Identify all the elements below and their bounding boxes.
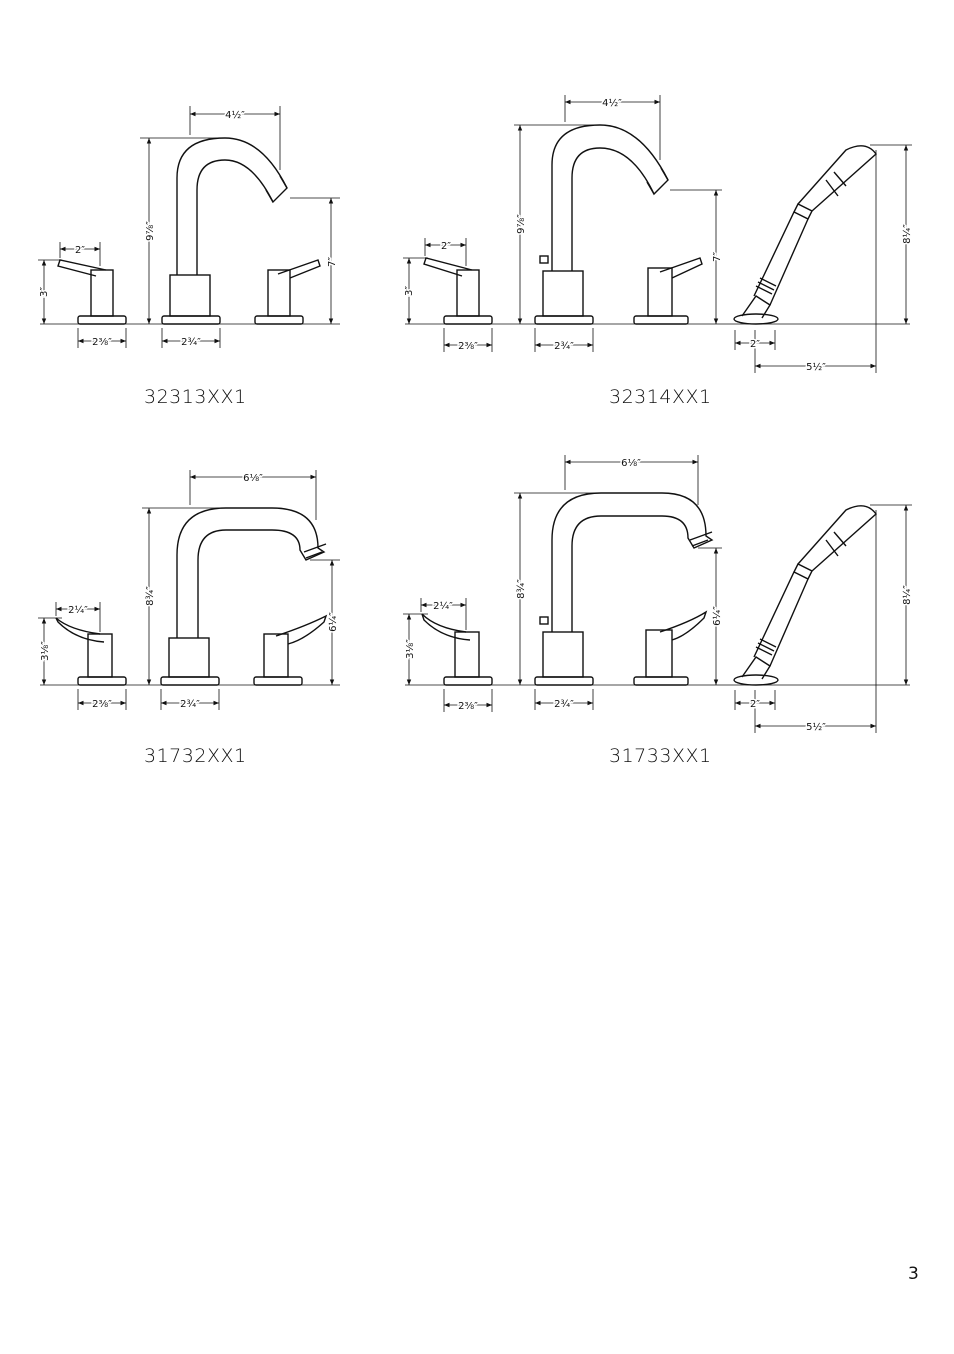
dim-spout-base: 2¾″ [180,699,200,710]
page-number: 3 [908,1264,919,1284]
dim-handle-height: 3″ [39,287,50,297]
dim-shower-base: 2″ [750,339,760,350]
dim-shower-base: 2″ [750,699,760,710]
dim-handle-height: 3⅛″ [40,641,51,661]
labels-31733xx1: 6⅛″ 8¾″ 6¼″ 2¼″ 3⅛″ 2⅜″ 2¾″ 8¼″ 2″ 5½″ [404,457,915,735]
dim-handle-base: 2⅜″ [92,699,112,710]
dim-outlet: 7″ [327,257,338,267]
left-handle [423,257,493,325]
dim-height: 9⅞″ [516,214,527,234]
drawing-31733xx1 [403,455,912,733]
left-handle [421,613,493,686]
dim-outlet: 6¼″ [711,606,723,626]
dim-shower-height: 8¼″ [901,585,913,605]
dim-shower-height: 8¼″ [901,224,913,244]
drawing-32313xx1 [38,106,340,348]
dimension-lines [38,106,340,348]
dim-height: 9⅞″ [145,221,156,241]
drawing-31732xx1 [38,470,340,710]
spout [160,507,327,686]
dim-spout-base: 2¾″ [181,337,201,348]
hand-shower [733,505,877,686]
dim-shower-reach: 5½″ [806,361,826,373]
right-handle [254,259,321,325]
spout [534,492,714,686]
dim-handle-lever: 2″ [75,245,85,256]
dim-spout-base: 2¾″ [554,699,574,710]
labels-32313xx1: 4½″ 9⅞″ 7″ 2″ 3″ 2⅜″ 2¾″ [38,108,340,350]
dim-handle-height: 3⅛″ [405,639,416,659]
spout [534,124,669,325]
hand-shower [733,145,877,325]
dim-handle-base: 2⅜″ [458,701,478,712]
dimension-lines [38,470,340,710]
model-number-31733xx1: 31733XX1 [609,745,712,767]
labels-31732xx1: 6⅛″ 8¾″ 6¼″ 2¼″ 3⅛″ 2⅜″ 2¾″ [39,472,341,712]
dim-height: 8¾″ [516,579,527,599]
right-handle [253,614,328,686]
dim-spout-reach: 6⅛″ [621,458,641,469]
dim-outlet: 6¼″ [327,612,339,632]
left-handle [57,259,127,325]
dim-spout-reach: 6⅛″ [243,473,263,484]
dim-handle-base: 2⅜″ [458,341,478,352]
right-handle [633,610,708,686]
model-number-32313xx1: 32313XX1 [144,386,247,408]
dim-outlet: 7″ [712,252,723,262]
right-handle [633,257,703,325]
dim-handle-base: 2⅜″ [92,337,112,348]
dim-handle-lever: 2″ [441,241,451,252]
dim-spout-reach: 4½″ [225,109,245,121]
dim-handle-height: 3″ [404,286,415,296]
dim-shower-reach: 5½″ [806,721,826,733]
dim-handle-lever: 2¼″ [68,604,88,616]
model-number-32314xx1: 32314XX1 [609,386,712,408]
dim-height: 8¾″ [145,586,156,606]
dim-handle-lever: 2¼″ [433,600,453,612]
dim-spout-reach: 4½″ [602,97,622,109]
dimension-lines [403,455,912,733]
dimension-lines [403,95,912,373]
drawing-32314xx1 [403,95,912,373]
model-number-31732xx1: 31732XX1 [144,745,247,767]
left-handle [55,617,127,686]
dim-spout-base: 2¾″ [554,341,574,352]
labels-32314xx1: 4½″ 9⅞″ 7″ 2″ 3″ 2⅜″ 2¾″ 8¼″ 2″ 5½″ [403,96,915,375]
